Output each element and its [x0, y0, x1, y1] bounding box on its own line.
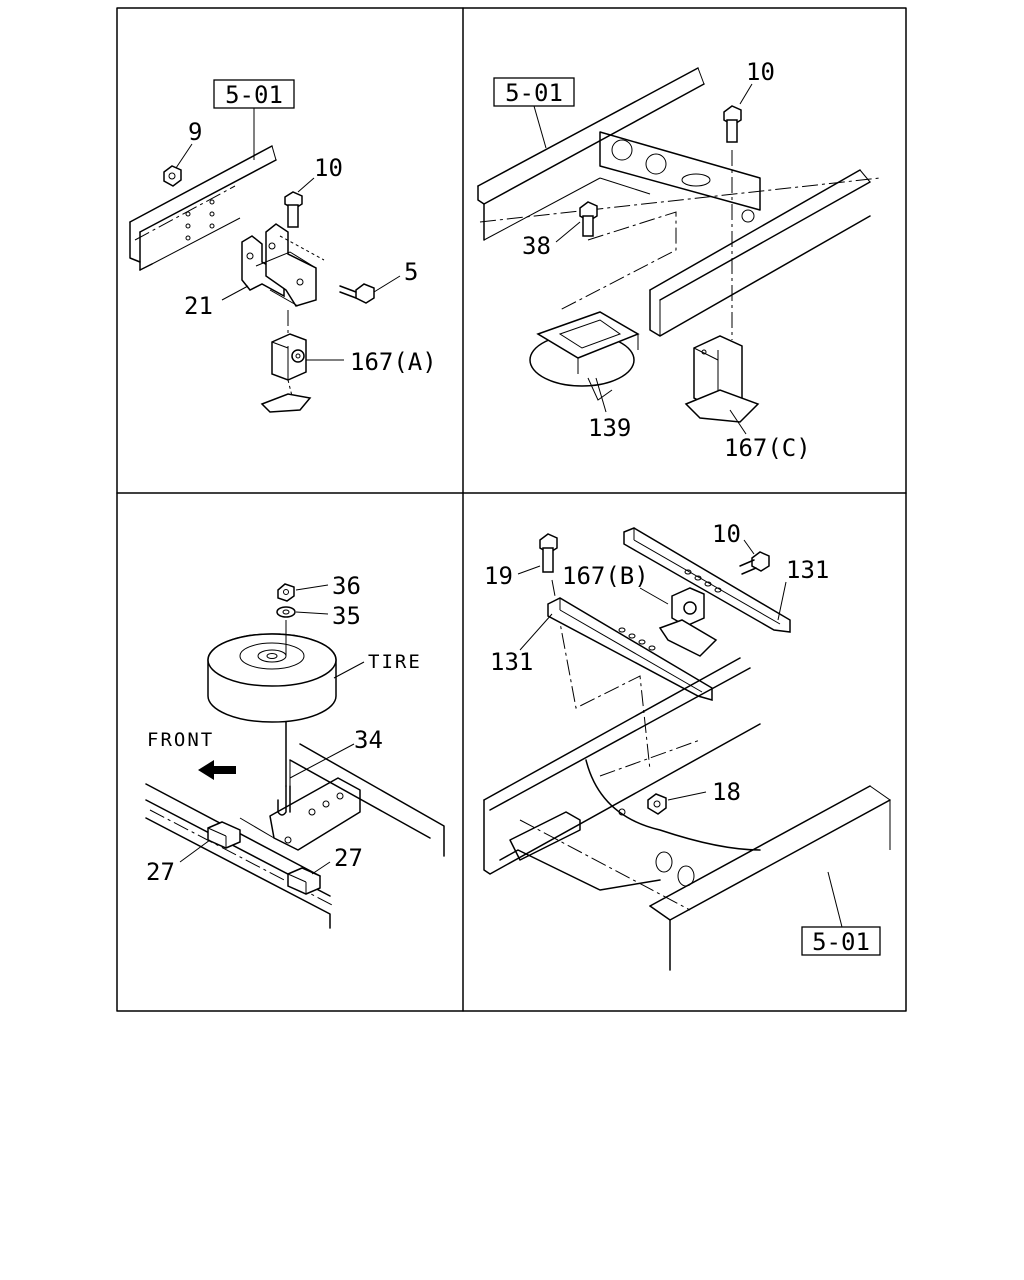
- callout-5: 5: [404, 258, 418, 286]
- callout-27: 27: [146, 858, 175, 886]
- lock-167a-drawing: [260, 310, 312, 413]
- panel-top-left: 5-01 9 10 5 21 167(A): [129, 79, 437, 413]
- callout-35: 35: [332, 602, 361, 630]
- leader-lines: [517, 539, 787, 801]
- callout-131: 131: [786, 556, 829, 584]
- washer-35-drawing: [276, 606, 296, 618]
- panel-bottom-left: 36 35 TIRE FRONT 34 27 27: [145, 572, 445, 929]
- leader-lines: [555, 83, 753, 435]
- callout-139: 139: [588, 414, 631, 442]
- callout-34: 34: [354, 726, 383, 754]
- callout-10: 10: [314, 154, 343, 182]
- frame-chassis-drawing: [145, 743, 445, 929]
- ref-box-label: 5-01: [225, 81, 283, 109]
- ref-box-label: 5-01: [812, 928, 870, 956]
- panel-top-right: 5-01 10 38 139 167(C): [477, 58, 881, 462]
- callout-19: 19: [484, 562, 513, 590]
- callout-21: 21: [184, 292, 213, 320]
- bracket-131-upper-drawing: [623, 527, 791, 633]
- bracket-21-drawing: [241, 223, 325, 307]
- nut-9-drawing: [163, 165, 182, 187]
- ref-box-5-01: [213, 79, 295, 160]
- hook-34-drawing: [277, 721, 291, 816]
- bolt-10-drawing: [284, 191, 303, 228]
- bolt-38-drawing: [559, 201, 677, 311]
- bracket-131-lower-drawing: [547, 597, 713, 701]
- callout-10: 10: [712, 520, 741, 548]
- front-label: FRONT: [147, 729, 214, 751]
- leader-lines: [175, 143, 401, 361]
- lock-167c-drawing: [684, 335, 760, 423]
- bolt-10-drawing: [739, 551, 770, 575]
- bolt-19-drawing: [539, 533, 651, 771]
- callout-10: 10: [746, 58, 775, 86]
- tire-drawing: [207, 620, 337, 723]
- diagram-frame: [116, 7, 907, 1012]
- callout-38: 38: [522, 232, 551, 260]
- block-27-drawing: [207, 821, 241, 849]
- ref-box-label: 5-01: [505, 79, 563, 107]
- carrier-139-drawing: [529, 311, 640, 401]
- frame-rail-drawing: [129, 145, 277, 271]
- tire-label: TIRE: [368, 651, 422, 673]
- frame-chassis-drawing: [483, 657, 891, 971]
- nut-18-drawing: [647, 793, 667, 815]
- panel-bottom-right: 19 167(B) 10 131 131 18 5-01: [483, 520, 891, 971]
- front-arrow-icon: [198, 760, 236, 780]
- callout-18: 18: [712, 778, 741, 806]
- bolt-10-drawing: [723, 105, 742, 340]
- callout-167a: 167(A): [350, 348, 437, 376]
- block-27-drawing: [287, 867, 321, 895]
- bolt-5-drawing: [339, 283, 375, 304]
- ref-box-5-01: [493, 77, 575, 149]
- callout-167b: 167(B): [562, 562, 649, 590]
- callout-36: 36: [332, 572, 361, 600]
- callout-9: 9: [188, 118, 202, 146]
- leader-lines: [179, 584, 365, 875]
- nut-36-drawing: [277, 583, 295, 602]
- ref-box-5-01: [801, 871, 881, 956]
- callout-167c: 167(C): [724, 434, 811, 462]
- callout-131: 131: [490, 648, 533, 676]
- lock-167b-drawing: [658, 587, 718, 657]
- callout-27: 27: [334, 844, 363, 872]
- frame-chassis-drawing: [477, 67, 881, 337]
